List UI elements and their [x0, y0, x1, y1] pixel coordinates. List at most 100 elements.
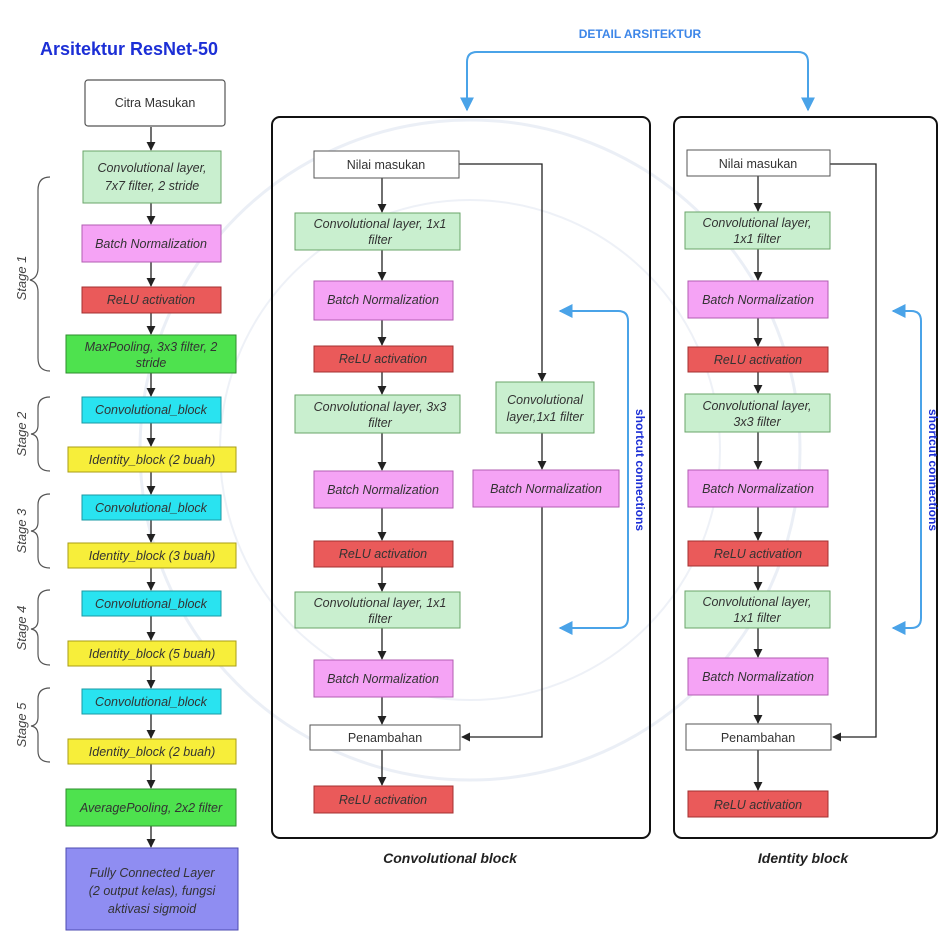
main-relu-label: ReLU activation [107, 293, 195, 307]
conv-conv1-bottom-box: Convolutional layer, 1x1 filter [294, 591, 461, 629]
conv-input-box: Nilai masukan [313, 150, 460, 179]
id-relu2-label: ReLU activation [714, 547, 802, 561]
conv-bn1-label: Batch Normalization [327, 293, 439, 307]
id-conv1-top-line2: 1x1 filter [733, 232, 781, 246]
id-shortcut-arrows [891, 304, 922, 635]
stage4-conv-block: Convolutional_block [81, 590, 222, 617]
id-bn2-box: Batch Normalization [687, 469, 829, 508]
id-input-box: Nilai masukan [686, 149, 831, 177]
conv-relu1-label: ReLU activation [339, 352, 427, 366]
stage3-identity-label: Identity_block (3 buah) [89, 549, 215, 563]
detail-arrows [460, 51, 815, 112]
stage-5-label: Stage 5 [14, 702, 29, 748]
id-relu1-box: ReLU activation [687, 346, 829, 373]
main-maxpool-box: MaxPooling, 3x3 filter, 2 stride [65, 334, 237, 374]
stage-4-label: Stage 4 [14, 606, 29, 651]
stage3-conv-label: Convolutional_block [95, 501, 208, 515]
id-shortcut-label: shortcut connections [926, 409, 939, 531]
id-relu3-box: ReLU activation [687, 790, 829, 818]
stage5-conv-block: Convolutional_block [81, 688, 222, 715]
id-relu2-box: ReLU activation [687, 540, 829, 567]
conv-bn1-box: Batch Normalization [313, 280, 454, 321]
conv-conv1-top-line2: filter [368, 233, 392, 247]
id-conv1-top-line1: Convolutional layer, [702, 216, 811, 230]
detail-header: DETAIL ARSITEKTUR [579, 27, 702, 41]
conv-bn3-label: Batch Normalization [327, 672, 439, 686]
stage5-identity-label: Identity_block (2 buah) [89, 745, 215, 759]
id-bn1-box: Batch Normalization [687, 280, 829, 319]
main-avgpool-label: AveragePooling, 2x2 filter [79, 801, 223, 815]
main-conv7-box: Convolutional layer, 7x7 filter, 2 strid… [82, 150, 222, 204]
id-conv1-bottom-line2: 1x1 filter [733, 611, 781, 625]
conv-shortcut-bn-box: Batch Normalization [472, 469, 620, 508]
conv-input-label: Nilai masukan [347, 158, 426, 172]
conv-block-connectors [377, 163, 547, 786]
conv-shortcut-label: shortcut connections [633, 409, 647, 531]
conv-conv3-line2: filter [368, 416, 392, 430]
id-conv3-line2: 3x3 filter [733, 415, 781, 429]
conv-bn2-box: Batch Normalization [313, 470, 454, 509]
stage3-identity-block: Identity_block (3 buah) [67, 542, 237, 569]
main-conv7-line2: 7x7 filter, 2 stride [105, 179, 200, 193]
id-input-label: Nilai masukan [719, 157, 798, 171]
id-conv1-bottom-line1: Convolutional layer, [702, 595, 811, 609]
conv-shortcut-conv-box: Convolutional layer,1x1 filter [495, 381, 595, 434]
conv-relu3-box: ReLU activation [313, 785, 454, 814]
conv-conv3-box: Convolutional layer, 3x3 filter [294, 394, 461, 434]
conv-block-caption: Convolutional block [383, 850, 518, 866]
main-fc-line3: aktivasi sigmoid [108, 902, 197, 916]
stage2-identity-label: Identity_block (2 buah) [89, 453, 215, 467]
conv-shortcut-bn-label: Batch Normalization [490, 482, 602, 496]
id-add-box: Penambahan [685, 723, 832, 751]
id-relu1-label: ReLU activation [714, 353, 802, 367]
id-bn3-box: Batch Normalization [687, 657, 829, 696]
conv-conv1-top-box: Convolutional layer, 1x1 filter [294, 212, 461, 251]
id-bn3-label: Batch Normalization [702, 670, 814, 684]
conv-conv1-top-line1: Convolutional layer, 1x1 [314, 217, 447, 231]
id-conv1-bottom-box: Convolutional layer, 1x1 filter [684, 590, 831, 629]
id-conv3-box: Convolutional layer, 3x3 filter [684, 393, 831, 433]
stage3-conv-block: Convolutional_block [81, 494, 222, 521]
main-maxpool-line2: stride [136, 356, 167, 370]
main-input-label: Citra Masukan [115, 96, 196, 110]
main-fc-line2: (2 output kelas), fungsi [89, 884, 217, 898]
stage2-conv-block: Convolutional_block [81, 396, 222, 424]
id-bn1-label: Batch Normalization [702, 293, 814, 307]
conv-shortcut-arrows [558, 304, 629, 635]
stage2-conv-label: Convolutional_block [95, 403, 208, 417]
conv-conv1-bottom-line2: filter [368, 612, 392, 626]
conv-relu3-label: ReLU activation [339, 793, 427, 807]
main-fc-box: Fully Connected Layer (2 output kelas), … [65, 847, 239, 931]
conv-add-box: Penambahan [309, 724, 461, 751]
identity-block-connectors [753, 163, 877, 791]
stage-2-label: Stage 2 [14, 411, 29, 457]
conv-block-panel [271, 116, 651, 839]
main-maxpool-line1: MaxPooling, 3x3 filter, 2 [85, 340, 218, 354]
id-relu3-label: ReLU activation [714, 798, 802, 812]
stage4-conv-label: Convolutional_block [95, 597, 208, 611]
conv-bn2-label: Batch Normalization [327, 483, 439, 497]
page-title: Arsitektur ResNet-50 [40, 39, 218, 59]
stage5-conv-label: Convolutional_block [95, 695, 208, 709]
id-bn2-label: Batch Normalization [702, 482, 814, 496]
conv-relu1-box: ReLU activation [313, 345, 454, 373]
id-conv1-top-box: Convolutional layer, 1x1 filter [684, 211, 831, 250]
main-input-box: Citra Masukan [84, 79, 226, 127]
conv-relu2-label: ReLU activation [339, 547, 427, 561]
main-bn-label: Batch Normalization [95, 237, 207, 251]
stage4-identity-label: Identity_block (5 buah) [89, 647, 215, 661]
identity-block-panel [673, 116, 938, 839]
conv-conv1-bottom-line1: Convolutional layer, 1x1 [314, 596, 447, 610]
conv-relu2-box: ReLU activation [313, 540, 454, 568]
stage4-identity-block: Identity_block (5 buah) [67, 640, 237, 667]
stage2-identity-block: Identity_block (2 buah) [67, 446, 237, 473]
conv-bn3-box: Batch Normalization [313, 659, 454, 698]
main-bn-box: Batch Normalization [81, 224, 222, 263]
main-relu-box: ReLU activation [81, 286, 222, 314]
conv-shortcut-conv-line1: Convolutional [507, 393, 584, 407]
conv-add-label: Penambahan [348, 731, 422, 745]
conv-conv3-line1: Convolutional layer, 3x3 [314, 400, 447, 414]
id-conv3-line1: Convolutional layer, [702, 399, 811, 413]
